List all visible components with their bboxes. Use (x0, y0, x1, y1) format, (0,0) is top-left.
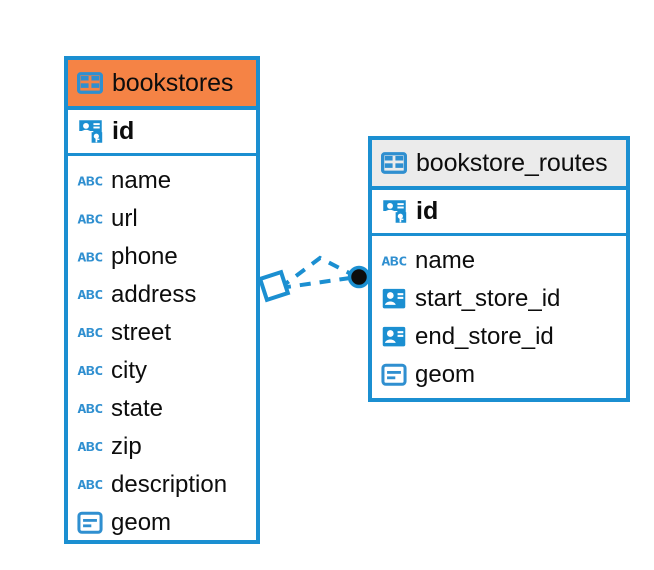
field-row[interactable]: ABC phone (68, 238, 256, 276)
table-header-bookstores[interactable]: bookstores (68, 60, 256, 110)
relationship-line-lower (279, 275, 358, 290)
relationship-line-upper (278, 255, 358, 290)
table-title: bookstores (112, 68, 234, 97)
field-label: description (111, 471, 228, 498)
field-row[interactable]: ABC zip (68, 428, 256, 466)
field-label: url (111, 205, 138, 232)
abc-text-icon: ABC (77, 248, 103, 265)
abc-text-icon: ABC (77, 172, 103, 189)
field-label: geom (415, 361, 476, 388)
field-label: name (111, 167, 172, 194)
field-label: street (111, 319, 172, 346)
foreign-key-icon (381, 287, 407, 311)
primary-key-icon (77, 118, 104, 145)
field-row[interactable]: geom (68, 504, 256, 542)
primary-key-row[interactable]: id (68, 110, 256, 156)
filled-circle-marker (347, 265, 371, 289)
field-label: end_store_id (415, 323, 554, 350)
field-row[interactable]: ABC street (68, 314, 256, 352)
field-row[interactable]: start_store_id (372, 280, 626, 318)
table-icon (381, 150, 407, 176)
abc-text-icon: ABC (77, 400, 103, 417)
field-row[interactable]: ABC url (68, 200, 256, 238)
abc-text-icon: ABC (77, 210, 103, 227)
field-row[interactable]: end_store_id (372, 318, 626, 356)
field-row[interactable]: ABC name (372, 242, 626, 280)
diamond-outline-marker (257, 269, 291, 303)
field-label: name (415, 247, 476, 274)
primary-key-icon (381, 198, 408, 225)
entity-table-bookstore-routes[interactable]: bookstore_routes id ABC (368, 136, 630, 402)
field-label: id (416, 197, 439, 225)
field-label: phone (111, 243, 178, 270)
field-row[interactable]: ABC name (68, 162, 256, 200)
field-label: address (111, 281, 197, 308)
abc-text-icon: ABC (77, 286, 103, 303)
table-title: bookstore_routes (416, 148, 608, 177)
abc-text-icon: ABC (77, 438, 103, 455)
field-row[interactable]: ABC state (68, 390, 256, 428)
field-label: city (111, 357, 147, 384)
field-label: geom (111, 509, 172, 536)
abc-text-icon: ABC (77, 362, 103, 379)
geometry-icon (77, 511, 103, 535)
abc-text-icon: ABC (77, 324, 103, 341)
field-label: zip (111, 433, 142, 460)
geometry-icon (381, 363, 407, 387)
field-row[interactable]: geom (372, 356, 626, 394)
field-row[interactable]: ABC city (68, 352, 256, 390)
abc-text-icon: ABC (77, 476, 103, 493)
primary-key-row[interactable]: id (372, 190, 626, 236)
field-list-bookstore-routes: ABC name start_store_id (372, 236, 626, 398)
table-icon (77, 70, 103, 96)
field-list-bookstores: ABC name ABC url ABC phone ABC address A… (68, 156, 256, 542)
field-row[interactable]: ABC description (68, 466, 256, 504)
field-row[interactable]: ABC address (68, 276, 256, 314)
entity-table-bookstores[interactable]: bookstores id ABC (64, 56, 260, 544)
foreign-key-icon (381, 325, 407, 349)
field-label: start_store_id (415, 285, 561, 312)
table-header-bookstore-routes[interactable]: bookstore_routes (372, 140, 626, 190)
abc-text-icon: ABC (381, 252, 407, 269)
field-label: id (112, 117, 135, 145)
field-label: state (111, 395, 164, 422)
